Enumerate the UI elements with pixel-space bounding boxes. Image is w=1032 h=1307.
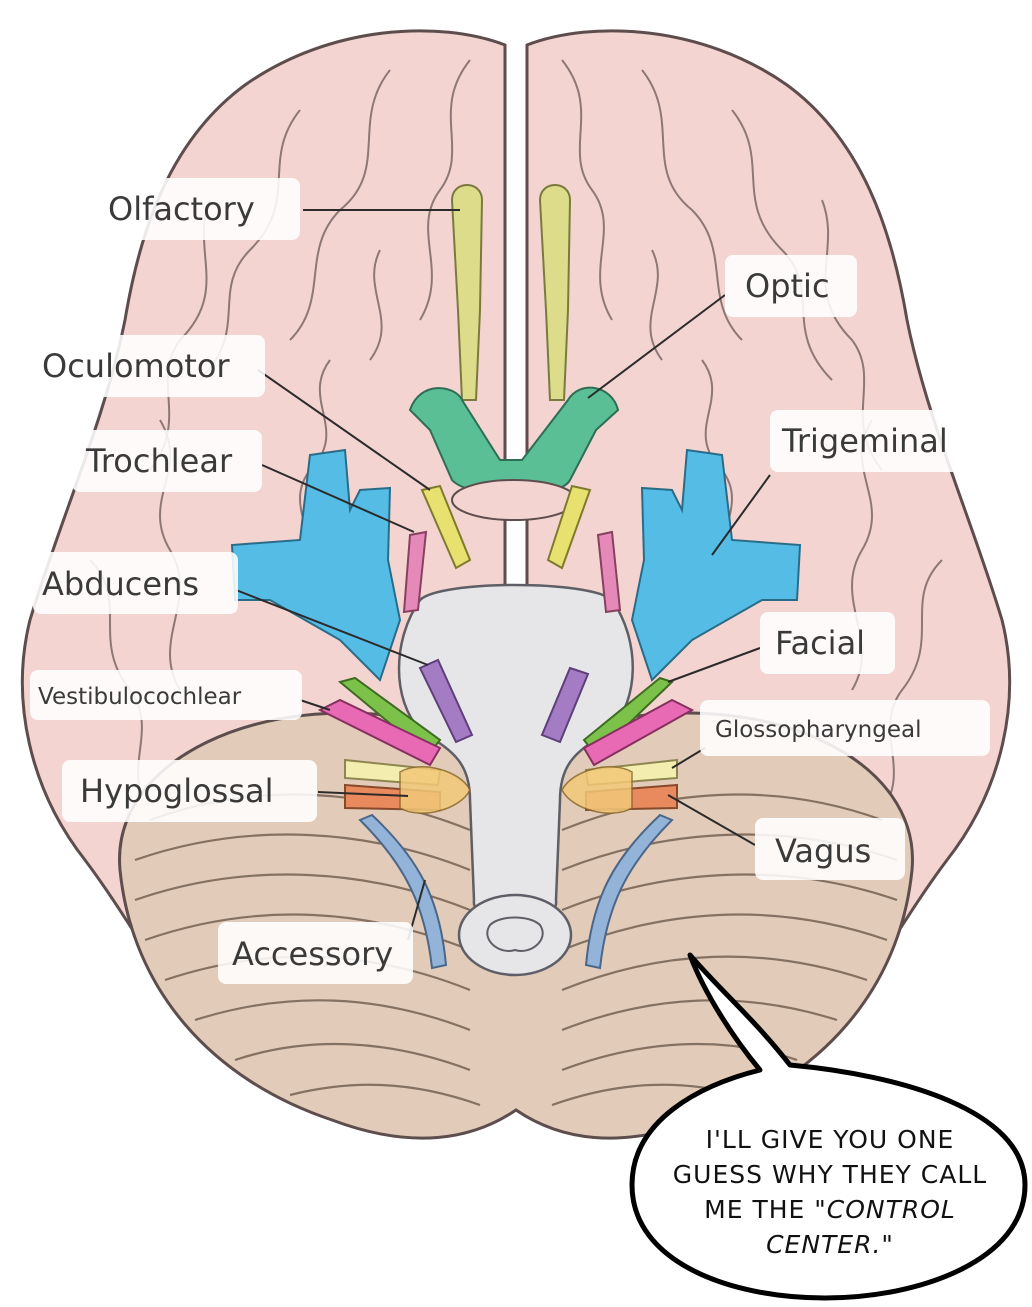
bubble-line-2: GUESS WHY THEY CALL: [673, 1160, 987, 1189]
svg-text:Olfactory: Olfactory: [108, 190, 255, 228]
label-glossopharyngeal: Glossopharyngeal: [700, 700, 990, 756]
bubble-line-1: I'LL GIVE YOU ONE: [706, 1125, 955, 1154]
olfactory-tracts: [452, 185, 570, 400]
label-abducens: Abducens: [33, 552, 238, 614]
svg-text:Optic: Optic: [745, 267, 830, 305]
svg-text:Trochlear: Trochlear: [85, 442, 233, 480]
bubble-line-3-emphasis: "CONTROL: [814, 1195, 956, 1224]
svg-text:Vestibulocochlear: Vestibulocochlear: [38, 684, 242, 710]
label-trigeminal: Trigeminal: [770, 410, 980, 472]
svg-text:Facial: Facial: [775, 624, 865, 662]
bubble-line-3: ME THE "CONTROL: [704, 1195, 956, 1224]
svg-text:Oculomotor: Oculomotor: [42, 347, 230, 385]
label-olfactory: Olfactory: [95, 178, 300, 240]
label-vagus: Vagus: [755, 818, 905, 880]
svg-text:Trigeminal: Trigeminal: [781, 422, 948, 460]
svg-text:Abducens: Abducens: [42, 565, 199, 603]
label-hypoglossal: Hypoglossal: [62, 760, 317, 822]
label-trochlear: Trochlear: [72, 430, 262, 492]
svg-text:Glossopharyngeal: Glossopharyngeal: [715, 717, 921, 743]
svg-text:Accessory: Accessory: [232, 935, 393, 973]
label-accessory: Accessory: [218, 922, 413, 984]
label-facial: Facial: [760, 612, 895, 674]
label-vestibulocochlear: Vestibulocochlear: [30, 670, 302, 720]
label-oculomotor: Oculomotor: [30, 335, 265, 397]
label-optic: Optic: [725, 255, 857, 317]
svg-text:Hypoglossal: Hypoglossal: [80, 772, 274, 810]
svg-text:Vagus: Vagus: [775, 832, 871, 870]
bubble-line-3-plain: ME THE: [704, 1195, 814, 1224]
bubble-line-4: CENTER.": [766, 1230, 894, 1259]
